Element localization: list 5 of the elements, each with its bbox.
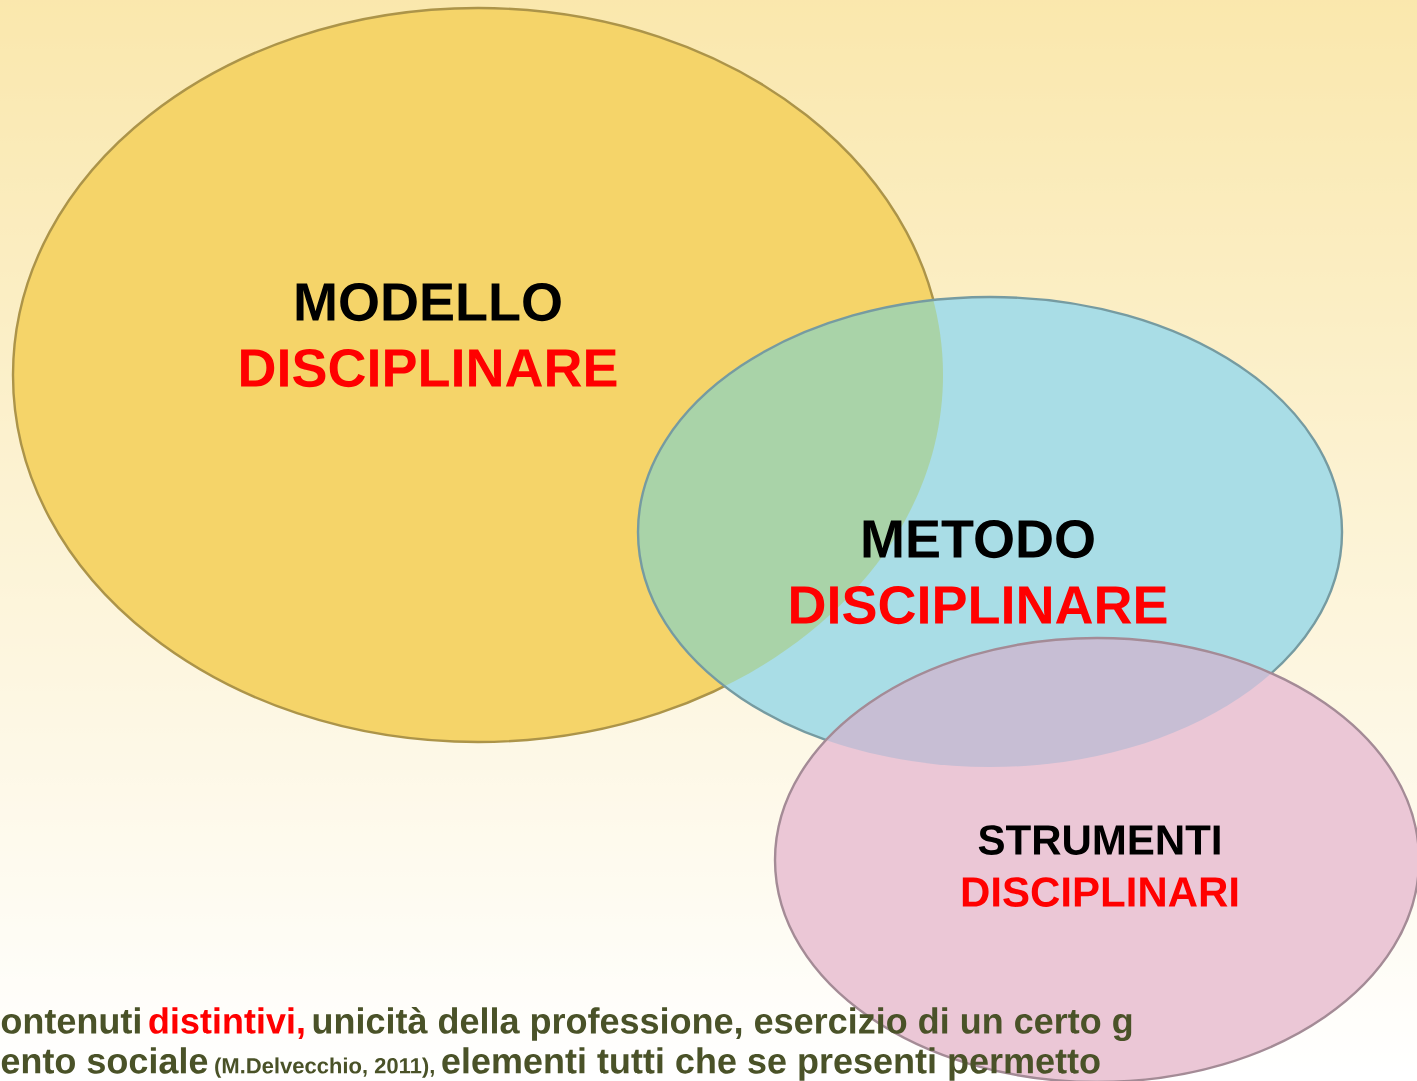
caption-text: ontenuti distintivi, unicità della professione, esercizio di un certo g [1, 1007, 1132, 1041]
ellipse-label: STRUMENTI DISCIPLINARI [962, 825, 1238, 907]
caption-text: ento sociale (M.Delvecchio, 2011), elementi tutti che se presenti permetto [1, 1047, 1100, 1081]
ellipse-label: METODO DISCIPLINARE [791, 519, 1167, 625]
ellipse-label: MODELLO DISCIPLINARE [241, 282, 617, 388]
